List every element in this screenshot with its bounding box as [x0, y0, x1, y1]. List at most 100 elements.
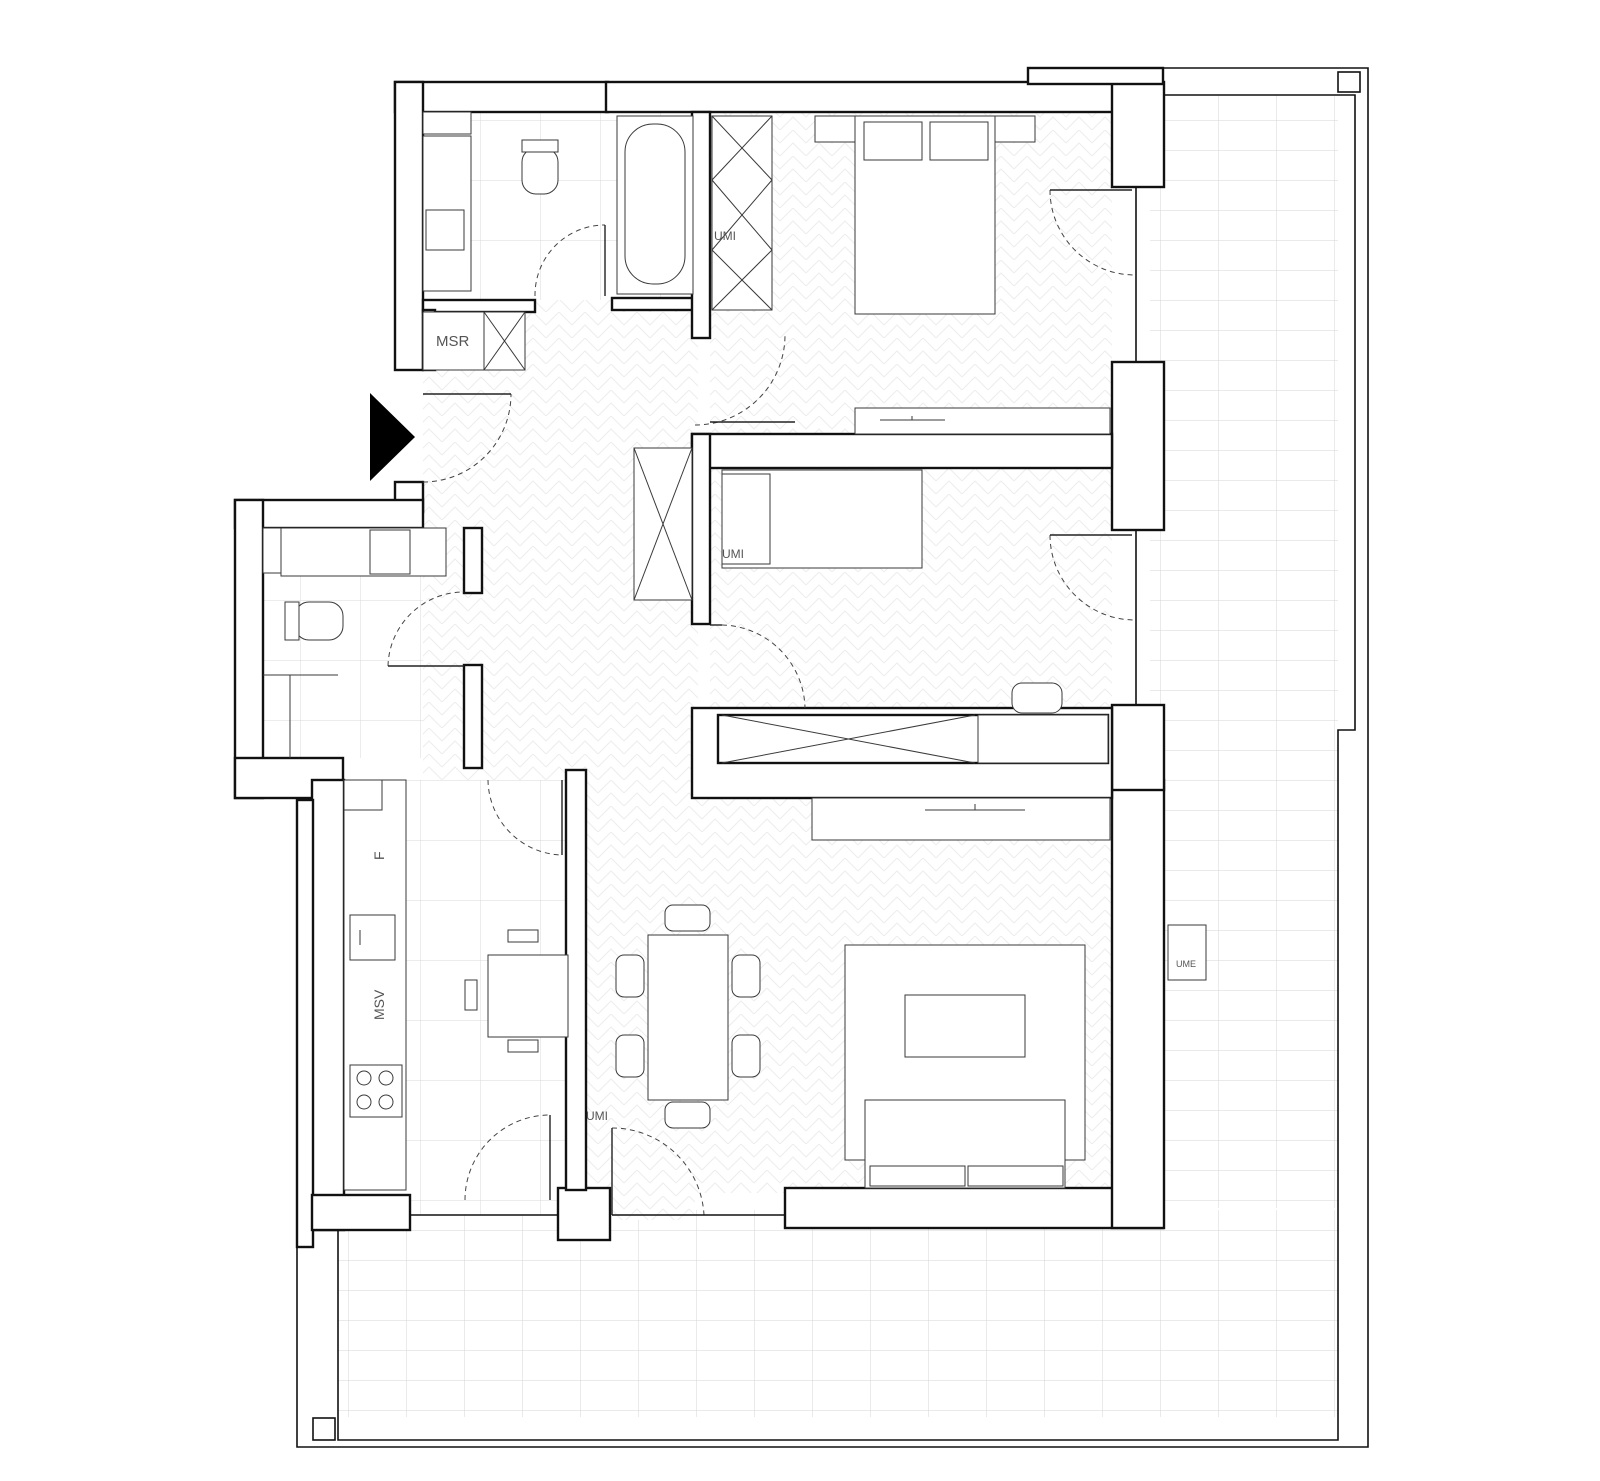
msr-cross-b — [483, 311, 526, 371]
wardrobe-cross-b — [711, 115, 773, 181]
toilet-icon — [521, 147, 559, 195]
chair-icon — [464, 979, 478, 1011]
wall-kitchen-south — [310, 1193, 412, 1232]
wall-wc-east — [462, 526, 484, 595]
wall-north-bed — [604, 80, 1145, 114]
outdoor-unit — [1167, 924, 1207, 981]
wall-south-corner — [1110, 778, 1166, 1230]
ume-terrace-label: UME — [1176, 959, 1196, 969]
bed-pillow — [929, 121, 989, 161]
kitchen-table — [487, 954, 569, 1038]
kitchen-counter — [343, 779, 407, 1191]
door-swing-icon — [534, 224, 606, 297]
nightstand — [994, 115, 1036, 143]
hob-burner — [378, 1070, 394, 1086]
nightstand — [814, 115, 856, 143]
kitchen-sink — [349, 914, 396, 961]
wardrobe-cross-b — [721, 714, 976, 764]
chair-icon — [507, 1039, 539, 1053]
door-swing-icon — [694, 334, 786, 426]
bedroom-1: UMI — [694, 115, 1137, 435]
toilet-icon — [294, 601, 344, 641]
fridge-label: F — [371, 851, 387, 860]
door-swing-icon — [721, 624, 806, 709]
ume-bedroom1-label: UMI — [714, 229, 736, 243]
msv-label: MSV — [371, 989, 387, 1020]
wall-east-bedroom2-pier — [1110, 703, 1166, 792]
sofa-cushion — [967, 1165, 1064, 1187]
living-room: UMI — [410, 797, 1111, 1216]
terrace-railing-inner — [337, 94, 1356, 1441]
door-swing-icon — [611, 1127, 705, 1216]
wardrobe-cross-b — [711, 179, 773, 251]
chair-icon — [731, 954, 761, 998]
door-swing-icon — [487, 779, 563, 856]
wc-cabinet — [262, 527, 282, 574]
kitchen: F MSV — [343, 779, 569, 1201]
hob-icon — [349, 1064, 403, 1118]
toilet-tank — [521, 139, 559, 153]
terrace-east-floor — [1150, 95, 1338, 1208]
toilet-tank — [284, 601, 300, 641]
terrace-post — [1337, 71, 1361, 93]
wall-bed2-hall — [690, 432, 712, 626]
wall-kitchen-west-outer — [295, 798, 315, 1249]
msr-label: MSR — [436, 333, 470, 350]
wall-east-bedroom-pier — [1110, 360, 1166, 532]
sink-icon — [369, 529, 411, 575]
door-swing-icon — [1049, 534, 1136, 621]
wall-kitchen-west — [310, 778, 346, 1232]
wall-bed1-bed2 — [690, 432, 1114, 470]
wardrobe-icon — [711, 115, 773, 311]
hob-burner — [356, 1094, 372, 1110]
wall-bath-hall — [610, 296, 696, 312]
chair-icon — [615, 1034, 645, 1078]
bathtub-inner — [624, 123, 686, 285]
terrace-south-floor — [338, 1210, 1338, 1417]
wardrobe-cross-b — [711, 249, 773, 311]
hob-burner — [378, 1094, 394, 1110]
bed-pillow — [721, 473, 771, 565]
wall-north-bath — [393, 80, 610, 114]
tv-console — [811, 797, 1111, 841]
chair-icon — [507, 929, 539, 943]
wall-west-upper — [393, 80, 425, 372]
bed-pillow — [863, 121, 923, 161]
door-swing-icon — [1049, 189, 1136, 276]
door-swing-icon — [387, 591, 465, 667]
wall-bath-wc — [421, 298, 537, 314]
hob-frame — [349, 1064, 403, 1118]
desk — [977, 714, 1109, 764]
bathroom-cabinet — [422, 111, 472, 135]
sofa-cushion — [869, 1165, 966, 1187]
wall-wc-west — [233, 498, 265, 800]
wall-south-living — [783, 1186, 1165, 1230]
dresser — [854, 407, 1111, 435]
chair-icon — [664, 904, 711, 932]
kitchen-top-cabinet — [343, 779, 383, 811]
terrace: UME — [296, 67, 1369, 1448]
tv-icon — [880, 416, 945, 421]
wc-vanity — [280, 527, 447, 577]
chair-icon — [1011, 682, 1063, 714]
wall-north-corner — [1110, 80, 1166, 189]
wall-south-pillar — [556, 1186, 612, 1242]
bathroom — [422, 111, 694, 297]
door-swing-icon — [422, 393, 512, 483]
door-swing-icon — [464, 1114, 551, 1201]
chair-icon — [664, 1101, 711, 1129]
wardrobe-cross-b — [633, 447, 693, 601]
ume-living-label: UMI — [586, 1109, 608, 1123]
terrace-post — [312, 1417, 336, 1441]
wall-bath-bed — [690, 110, 712, 340]
chair-icon — [731, 1034, 761, 1078]
ume-bedroom2-label: UMI — [722, 547, 744, 561]
bedroom-2: UMI — [710, 469, 1137, 764]
msr-closet: MSR — [422, 311, 526, 371]
coffee-table — [904, 994, 1026, 1058]
tv-icon — [925, 804, 1025, 811]
sink-icon — [425, 209, 465, 251]
wc — [262, 527, 465, 758]
dining-table — [647, 934, 729, 1101]
